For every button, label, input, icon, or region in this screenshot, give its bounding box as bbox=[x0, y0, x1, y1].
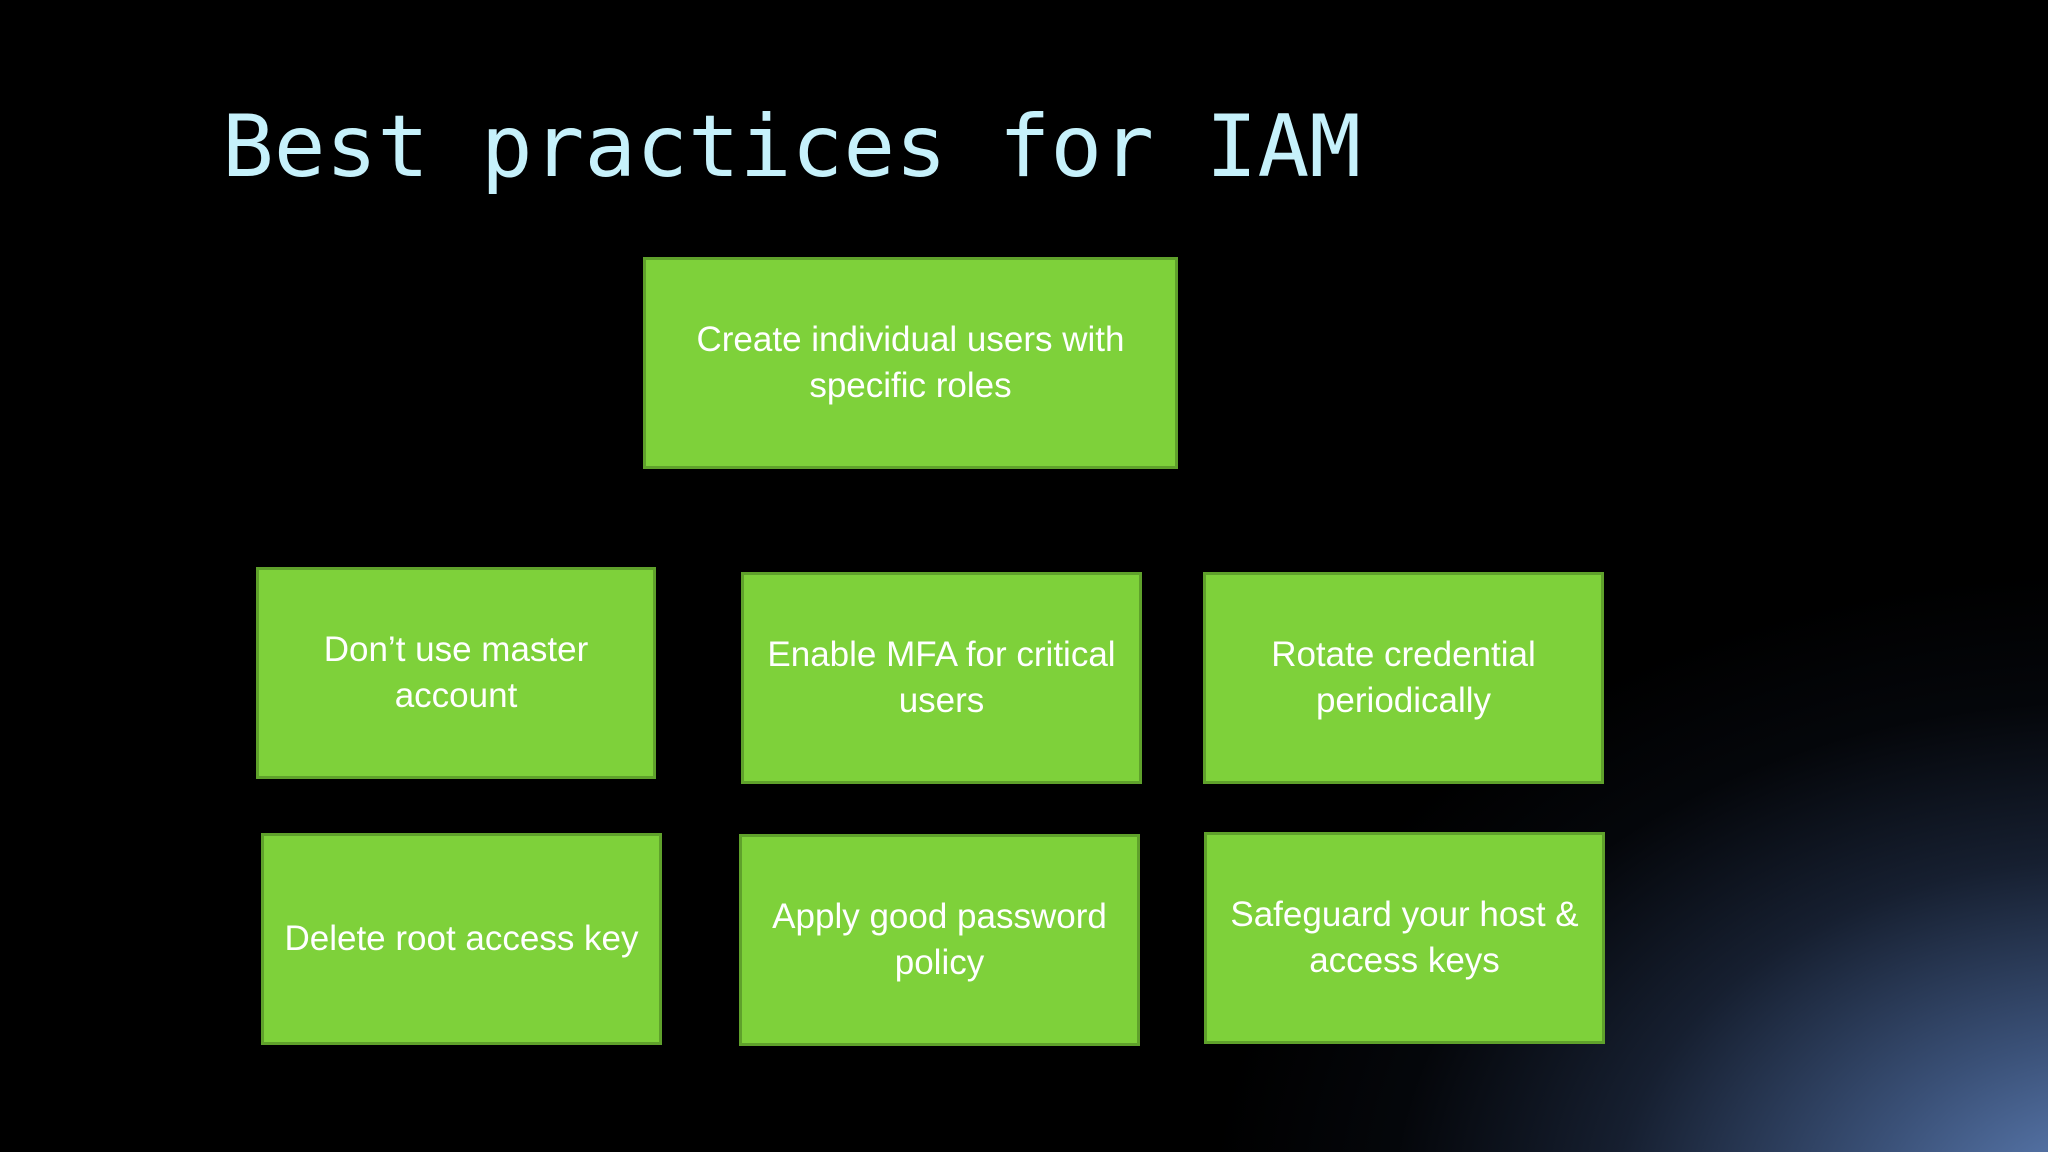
practice-label: Create individual users with specific ro… bbox=[696, 320, 1125, 405]
practice-label: Apply good password policy bbox=[772, 897, 1107, 982]
practice-box-password-policy: Apply good password policy bbox=[739, 834, 1140, 1046]
practice-box-delete-root-key: Delete root access key bbox=[261, 833, 662, 1045]
slide-title: Best practices for IAM bbox=[222, 97, 1362, 197]
practice-label: Don’t use master account bbox=[323, 630, 589, 715]
practice-box-master-account: Don’t use master account bbox=[256, 567, 656, 779]
practice-box-individual-users: Create individual users with specific ro… bbox=[643, 257, 1178, 469]
practice-label: Enable MFA for critical users bbox=[767, 635, 1116, 720]
practice-label: Rotate credential periodically bbox=[1271, 635, 1536, 720]
practice-box-safeguard-keys: Safeguard your host & access keys bbox=[1204, 832, 1605, 1044]
practice-label: Safeguard your host & access keys bbox=[1230, 895, 1579, 980]
practice-box-rotate-credential: Rotate credential periodically bbox=[1203, 572, 1604, 784]
practice-box-enable-mfa: Enable MFA for critical users bbox=[741, 572, 1142, 784]
practice-label: Delete root access key bbox=[284, 919, 639, 958]
